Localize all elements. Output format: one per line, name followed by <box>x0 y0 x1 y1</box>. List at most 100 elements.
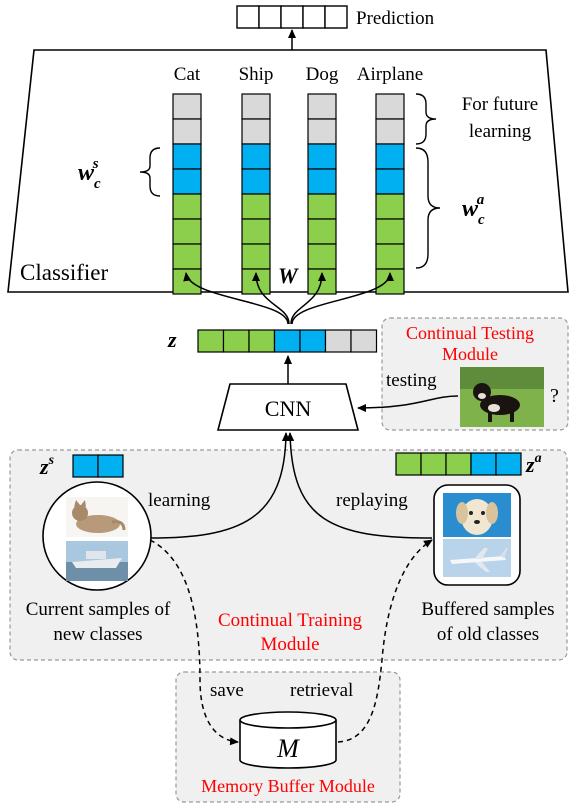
weight-cell-ship <box>241 193 271 220</box>
weight-cell-airplane <box>375 193 405 220</box>
zs-cell <box>97 454 124 478</box>
weight-cell-cat <box>172 93 202 120</box>
ship-image <box>66 541 128 581</box>
weight-cell-cat <box>172 143 202 170</box>
brace-future <box>415 93 437 145</box>
weight-cell-dog <box>307 168 337 195</box>
weight-cell-cat <box>172 168 202 195</box>
cnn-box <box>216 383 360 431</box>
training-module-title-line2: Module <box>260 634 319 655</box>
weight-cell-ship <box>241 243 271 270</box>
zs-vector <box>72 454 124 478</box>
current-samples-line2: new classes <box>53 624 142 645</box>
ws-label: wcs <box>78 156 101 192</box>
weight-cell-cat <box>172 268 202 295</box>
replaying-label: replaying <box>336 490 408 511</box>
weight-cell-ship <box>241 168 271 195</box>
question-mark: ? <box>550 385 559 407</box>
weight-cell-cat <box>172 218 202 245</box>
memory-symbol: M <box>276 734 300 763</box>
z-cell <box>299 329 327 353</box>
future-learning-line2: learning <box>469 121 532 142</box>
buffered-samples-line1: Buffered samples <box>421 599 554 620</box>
zs-cell <box>72 454 99 478</box>
class-label-dog: Dog <box>306 64 339 85</box>
weight-cell-dog <box>307 218 337 245</box>
save-label: save <box>210 680 244 701</box>
weight-cell-cat <box>172 118 202 145</box>
zs-label: zs <box>39 453 55 479</box>
z-cell <box>197 329 225 353</box>
weight-cell-airplane <box>375 168 405 195</box>
z-cell <box>324 329 352 353</box>
retrieval-arrow <box>337 539 433 743</box>
current-samples-line1: Current samples of <box>26 599 171 620</box>
training-module-box <box>9 449 568 661</box>
wa-label: wca <box>462 192 485 228</box>
weight-cell-ship <box>241 268 271 295</box>
replaying-arrow <box>286 432 433 539</box>
weight-cell-airplane <box>375 143 405 170</box>
airplane-image <box>443 539 511 577</box>
z-cell <box>248 329 276 353</box>
brace-wa <box>415 147 441 269</box>
cnn-label: CNN <box>265 396 312 421</box>
weight-cell-airplane <box>375 243 405 270</box>
buffered-samples-line2: of old classes <box>437 624 539 645</box>
fan-arrows <box>183 272 394 325</box>
weight-cell-cat <box>172 193 202 220</box>
za-cell <box>420 452 447 476</box>
testing-arrow <box>357 395 459 412</box>
test-image-dog <box>460 367 544 427</box>
weight-cell-airplane <box>375 93 405 120</box>
class-label-cat: Cat <box>174 64 201 85</box>
learning-label: learning <box>148 490 211 511</box>
weight-cell-ship <box>241 93 271 120</box>
testing-module-title-line2: Module <box>442 344 498 364</box>
class-label-ship: Ship <box>239 64 274 85</box>
za-cell <box>495 452 522 476</box>
z-cell <box>273 329 301 353</box>
save-arrow <box>149 539 239 746</box>
puppy-image <box>443 493 511 537</box>
training-module-title-line1: Continual Training <box>218 610 363 631</box>
za-vector <box>395 452 522 476</box>
weight-cell-airplane <box>375 118 405 145</box>
brace-ws <box>139 147 161 197</box>
weight-cell-dog <box>307 243 337 270</box>
class-label-airplane: Airplane <box>357 64 423 85</box>
memory-module-title: Memory Buffer Module <box>201 776 375 796</box>
weight-cell-airplane <box>375 268 405 295</box>
retrieval-label: retrieval <box>290 680 353 701</box>
weight-columns <box>172 93 405 295</box>
z-cell <box>222 329 250 353</box>
prediction-output <box>236 5 348 29</box>
weight-cell-airplane <box>375 218 405 245</box>
weight-cell-dog <box>307 268 337 295</box>
classifier-label: Classifier <box>20 260 108 285</box>
cat-image <box>66 497 128 537</box>
weight-cell-dog <box>307 118 337 145</box>
za-cell <box>470 452 497 476</box>
weight-cell-dog <box>307 143 337 170</box>
za-label: za <box>525 451 542 477</box>
testing-module-title-line1: Continual Testing <box>406 323 534 343</box>
z-cell <box>350 329 378 353</box>
za-cell <box>445 452 472 476</box>
memory-cylinder <box>239 711 337 769</box>
prediction-label: Prediction <box>356 8 435 29</box>
weight-cell-dog <box>307 193 337 220</box>
future-learning-line1: For future <box>462 94 539 115</box>
z-label: z <box>167 327 177 352</box>
weight-cell-dog <box>307 93 337 120</box>
weight-symbol: W <box>278 263 299 288</box>
testing-label: testing <box>386 370 437 391</box>
weight-cell-ship <box>241 143 271 170</box>
za-cell <box>395 452 422 476</box>
z-vector <box>197 329 378 353</box>
weight-cell-ship <box>241 118 271 145</box>
weight-cell-ship <box>241 218 271 245</box>
weight-cell-cat <box>172 243 202 270</box>
learning-arrow <box>149 432 290 539</box>
